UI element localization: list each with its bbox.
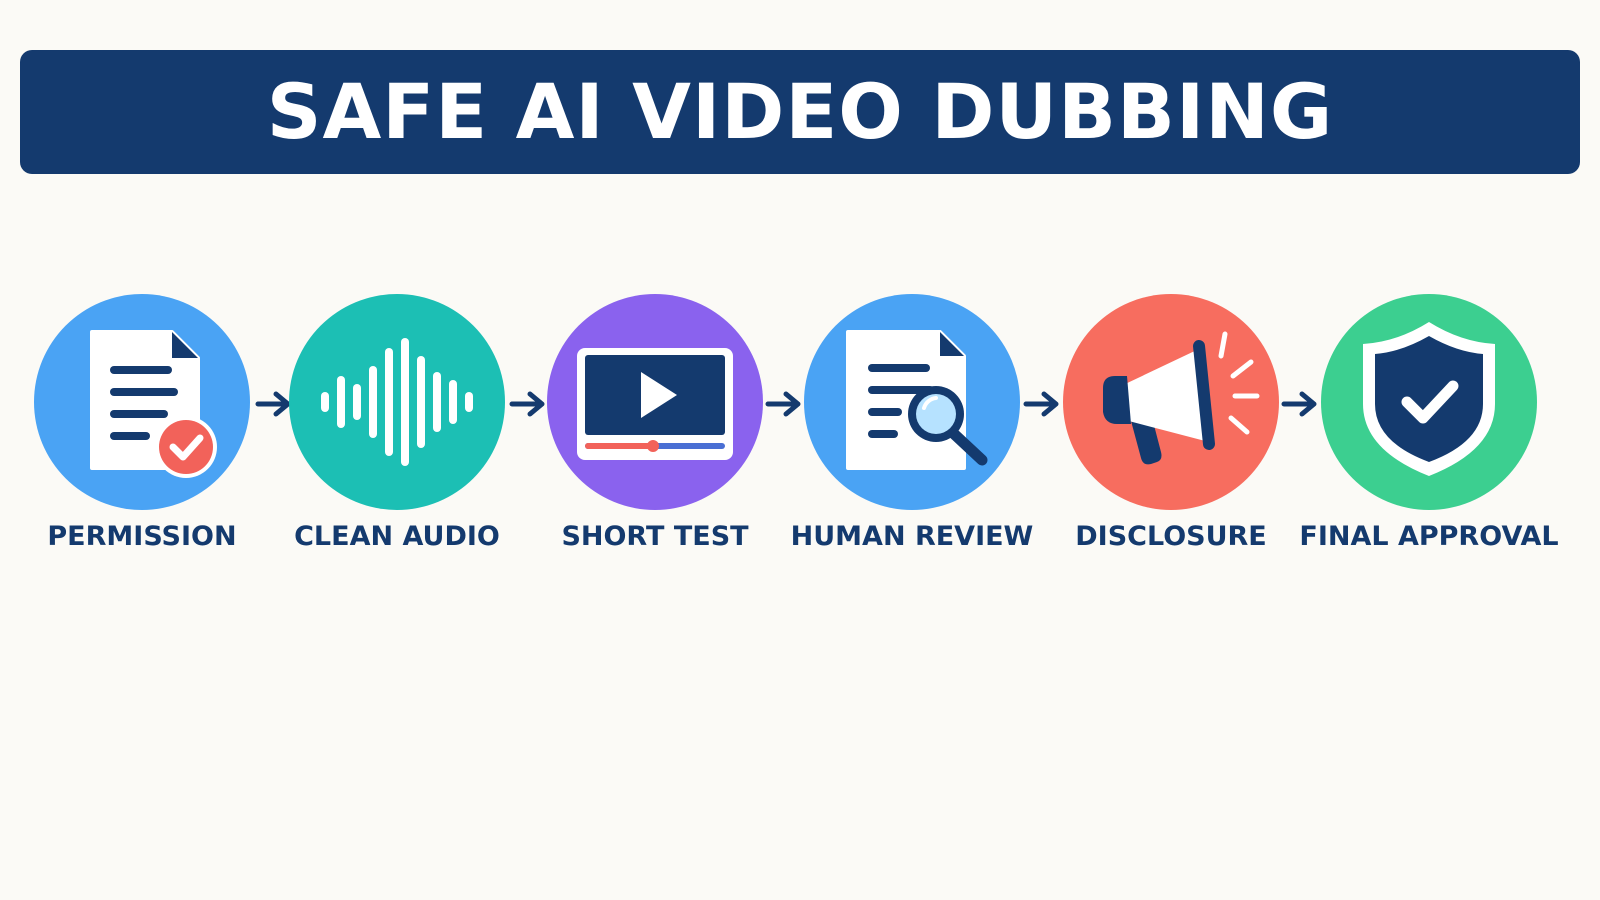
title-banner: SAFE AI VIDEO DUBBING — [20, 50, 1580, 174]
document-magnifier-icon — [804, 294, 1020, 510]
page-title: SAFE AI VIDEO DUBBING — [266, 67, 1334, 156]
arrow-right-icon — [1281, 391, 1317, 417]
step-final-approval: FINAL APPROVAL — [1297, 292, 1561, 562]
step-permission: PERMISSION — [10, 292, 274, 562]
step-human-review: HUMAN REVIEW — [780, 292, 1044, 562]
step-label: DISCLOSURE — [1075, 521, 1267, 552]
step-label: CLEAN AUDIO — [294, 521, 500, 552]
step-label: FINAL APPROVAL — [1299, 521, 1559, 552]
arrow-right-icon — [765, 391, 801, 417]
step-disclosure: DISCLOSURE — [1039, 292, 1303, 562]
step-short-test: SHORT TEST — [523, 292, 787, 562]
audio-waveform-icon — [289, 294, 505, 510]
arrow-right-icon — [1023, 391, 1059, 417]
step-clean-audio: CLEAN AUDIO — [265, 292, 529, 562]
step-label: HUMAN REVIEW — [790, 521, 1034, 552]
arrow-right-icon — [509, 391, 545, 417]
step-label: SHORT TEST — [561, 521, 749, 552]
video-player-icon — [547, 294, 763, 510]
document-check-icon — [34, 294, 250, 510]
megaphone-icon — [1063, 294, 1279, 510]
step-label: PERMISSION — [47, 521, 237, 552]
shield-check-icon — [1321, 294, 1537, 510]
arrow-right-icon — [255, 391, 291, 417]
